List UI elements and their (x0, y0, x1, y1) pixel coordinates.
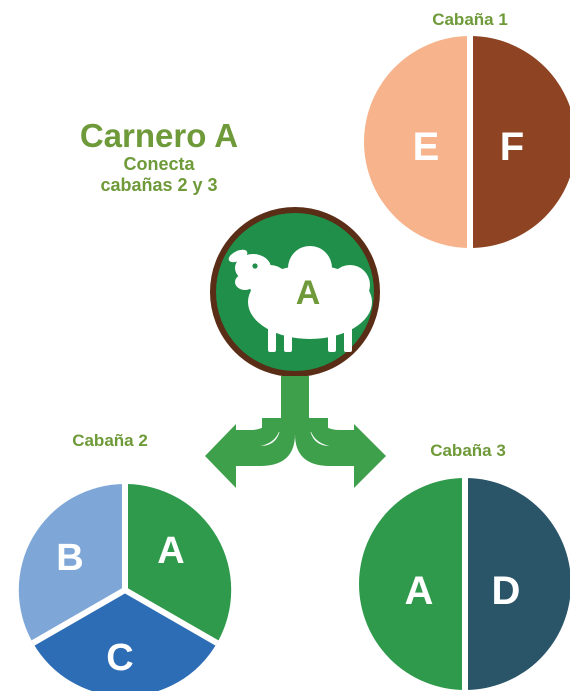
cabana-1-letter-e: E (413, 125, 440, 169)
cabana-1-pie: E F (364, 36, 570, 248)
ram-title-block: Carnero A Conecta cabañas 2 y 3 (52, 118, 266, 196)
cabana-3-segment-d (465, 478, 570, 690)
ram-badge: A (210, 207, 380, 377)
cabana-2-letter-c: C (106, 637, 133, 679)
cabana-3-pie: A D (359, 478, 570, 690)
split-arrow-icon (205, 376, 386, 488)
cabana-1-label: Cabaña 1 (432, 10, 508, 29)
cabana-2-letter-a: A (157, 530, 184, 572)
sheep-icon (228, 246, 372, 352)
cabana-2-segment-c (33, 590, 217, 691)
cabana-2-pie: A C B (18, 483, 232, 691)
cabana-1-segment-f (470, 36, 570, 248)
cabana-3-label: Cabaña 3 (430, 441, 506, 460)
cabana-2-label: Cabaña 2 (72, 431, 148, 450)
cabana-3-letter-d: D (492, 569, 521, 613)
ram-subtitle-line1: Conecta (123, 154, 195, 174)
ram-subtitle-line2: cabañas 2 y 3 (100, 175, 218, 195)
cabana-1-letter-f: F (500, 125, 524, 169)
cabana-1-segment-e (364, 36, 470, 248)
cabana-3-letter-a: A (405, 569, 434, 613)
cabana-3-segment-a (359, 478, 465, 690)
ram-badge-letter: A (296, 274, 321, 312)
ram-title: Carnero A (79, 117, 239, 154)
cabana-2-letter-b: B (56, 537, 83, 579)
